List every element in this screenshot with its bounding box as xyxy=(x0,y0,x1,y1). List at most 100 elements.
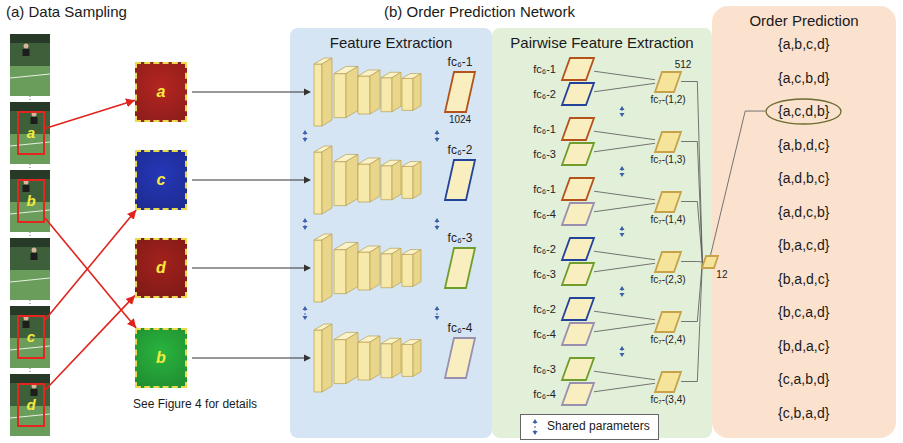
input-arrows xyxy=(192,89,311,362)
node-label: b xyxy=(156,349,166,367)
graphic-polygon xyxy=(314,64,322,126)
graphic-polygon xyxy=(413,250,421,287)
graphic-circle xyxy=(32,248,37,253)
node-label: fc₇-(1,4) xyxy=(650,214,685,226)
graphic-polygon xyxy=(392,338,401,377)
feature-vector: fc₆-4 xyxy=(562,323,594,345)
order-candidate: {c,b,a,d} xyxy=(778,405,829,421)
feature-vector: fc₆-4 xyxy=(562,203,594,225)
graphic-rect xyxy=(10,270,50,300)
graphic-polygon xyxy=(413,74,421,111)
cnn-layer xyxy=(381,72,401,111)
dimension-label: 1024 xyxy=(449,114,471,126)
graphic-polygon xyxy=(334,250,346,294)
feature-vector: fc₆-1 xyxy=(562,178,594,200)
order-candidate: {a,c,b,d} xyxy=(778,70,829,86)
graphic-line xyxy=(30,164,31,170)
graphic-polygon xyxy=(381,254,392,288)
graphic-polygon xyxy=(402,254,413,286)
vector-shape xyxy=(655,132,681,152)
cnn-layer xyxy=(381,338,401,377)
vector-parallelogram xyxy=(655,192,681,212)
sampling-arrow xyxy=(45,210,136,320)
graphic-path xyxy=(303,306,308,310)
connector-line xyxy=(681,202,702,263)
vector-shape xyxy=(562,323,594,345)
feature-vector: fc₇-(3,4) xyxy=(655,372,681,392)
graphic-path xyxy=(303,130,308,134)
graphic-circle xyxy=(24,44,29,49)
order-candidate: {b,c,a,d} xyxy=(778,304,829,320)
graphic-path xyxy=(435,316,440,320)
graphic-polygon xyxy=(334,162,346,206)
feature-vector: fc₇-(1,2)512 xyxy=(655,72,681,92)
section-title: (b) Order Prediction Network xyxy=(384,3,575,20)
feature-vector: fc₆-3 xyxy=(562,143,594,165)
vector-shape xyxy=(562,263,594,285)
cnn-layer xyxy=(358,246,380,290)
graphic-line xyxy=(192,179,304,180)
graphic-polygon xyxy=(392,160,401,199)
graphic-rect xyxy=(23,185,30,192)
graphic-line xyxy=(437,309,438,317)
graphic-polygon xyxy=(370,158,380,202)
selection-box: d xyxy=(17,383,45,427)
legend-label: Shared parameters xyxy=(547,420,650,434)
order-candidate: {a,b,c,d} xyxy=(778,36,829,52)
connector-line xyxy=(594,311,655,319)
node-label: fc₆-4 xyxy=(533,388,556,401)
node-label: fc₆-2 xyxy=(533,88,556,101)
node-label: fc₇-(2,3) xyxy=(650,274,685,286)
legend-sample xyxy=(529,417,541,437)
vector-parallelogram xyxy=(562,178,594,200)
order-candidate: {a,d,b,c} xyxy=(778,170,829,186)
shared-parameter-arrow xyxy=(620,286,625,297)
graphic-line xyxy=(192,267,304,268)
order-candidate: {c,a,b,d} xyxy=(778,371,829,387)
node-label: fc₆-2 xyxy=(448,144,473,158)
graphic-polygon xyxy=(346,242,358,293)
cnn-stack xyxy=(314,234,421,302)
node-label: fc₇-(1,2) xyxy=(650,94,685,106)
node-label: fc₆-1 xyxy=(448,56,473,70)
order-candidate: {a,b,d,c} xyxy=(778,137,829,153)
vector-shape xyxy=(562,238,594,260)
shared-parameter-arrow xyxy=(435,306,440,320)
selection-box: c xyxy=(17,315,45,359)
section-title: (a) Data Sampling xyxy=(6,3,127,20)
vector-shape xyxy=(655,252,681,272)
graphic-line xyxy=(30,232,31,238)
vector-shape xyxy=(562,58,594,80)
video-frame xyxy=(10,170,50,238)
module-panel: Feature Extractionfc₆-11024fc₆-2fc₆-3fc₆… xyxy=(290,28,492,438)
connector-line xyxy=(594,71,655,79)
vector-shape xyxy=(655,192,681,212)
node-label: b xyxy=(26,192,35,209)
node-label: {a,c,d,b} xyxy=(778,103,829,119)
node-label: a xyxy=(157,83,166,101)
cnn-layer xyxy=(334,154,358,205)
feature-vector: fc₆-3 xyxy=(445,248,475,288)
graphic-polygon xyxy=(381,166,392,200)
vector-shape xyxy=(445,160,475,200)
graphic-polygon xyxy=(358,164,370,202)
cnn-stack xyxy=(314,146,421,214)
graphic-rect xyxy=(10,102,50,111)
node-label: Pairwise Feature Extraction xyxy=(492,28,712,51)
sampling-arrow xyxy=(45,100,135,128)
node-label: Order Prediction xyxy=(712,6,896,29)
feature-vector: fc₆-3 xyxy=(562,358,594,380)
graphic-path xyxy=(620,346,625,350)
connector-line xyxy=(681,261,702,263)
graphic-polygon xyxy=(358,76,370,114)
vector-parallelogram xyxy=(562,298,594,320)
graphic-polygon xyxy=(346,154,358,205)
cnn-layer xyxy=(314,324,332,392)
graphic-line xyxy=(192,357,304,358)
graphic-path xyxy=(620,293,625,297)
graphic-line xyxy=(305,309,306,317)
node-label: fc₆-3 xyxy=(448,232,473,246)
feature-vector: 12 xyxy=(702,256,718,268)
node-label: fc₆-4 xyxy=(533,328,556,341)
cnn-layer xyxy=(334,332,358,383)
